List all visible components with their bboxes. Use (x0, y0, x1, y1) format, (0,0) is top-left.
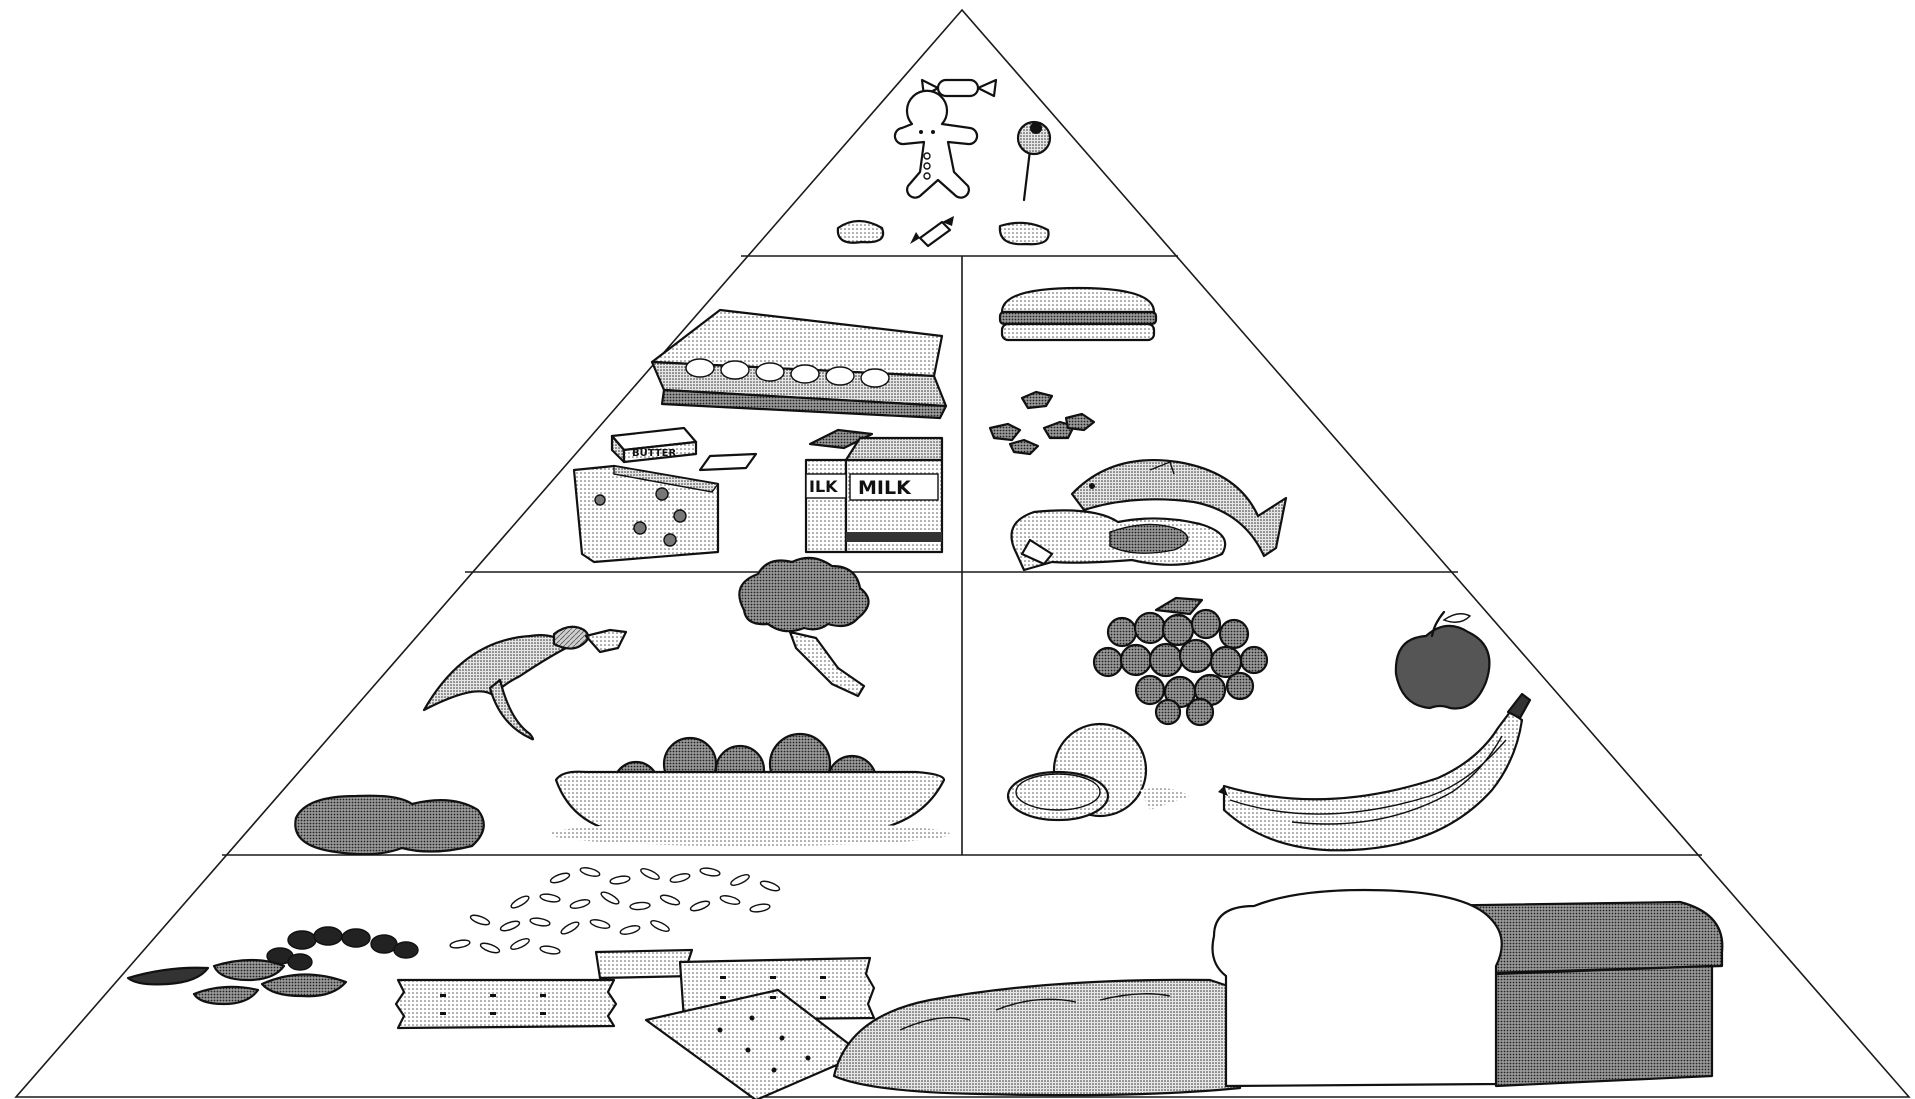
hamburger-icon (1000, 288, 1156, 340)
butter-icon: BUTTER (612, 428, 756, 470)
apple-icon (1396, 612, 1490, 708)
tier-fruits (1008, 598, 1530, 850)
grapes-icon (1094, 598, 1267, 725)
jelly-bean-right-icon (1000, 223, 1049, 244)
milk-side-label: ILK (809, 477, 838, 496)
bowl-of-tomatoes-icon (550, 734, 950, 846)
broccoli-icon (739, 558, 868, 696)
tier-dairy: BUTTER ILK MILK (574, 310, 946, 562)
jelly-bean-left-icon (838, 221, 883, 243)
raisins-icon (128, 927, 418, 1004)
french-bread-icon (834, 980, 1240, 1095)
butter-label: BUTTER (632, 448, 676, 459)
loaf-of-bread-icon (1213, 890, 1723, 1086)
milk-carton-icon: ILK MILK (806, 430, 942, 552)
milk-front-label: MILK (858, 477, 912, 499)
egg-carton-icon (652, 310, 946, 418)
tier-grains (128, 866, 1722, 1099)
orange-icon (1008, 724, 1190, 820)
rice-icon (450, 866, 781, 955)
nuts-icon (990, 392, 1094, 454)
crackers-icon (396, 950, 874, 1099)
cheese-icon (574, 466, 718, 562)
potato-icon (295, 796, 483, 855)
steak-icon (1012, 510, 1226, 570)
gingerbread-cookie-icon (895, 91, 977, 198)
lollipop-icon (1018, 122, 1050, 200)
tier-sweets (838, 80, 1050, 246)
bananas-icon (1218, 694, 1530, 850)
tier-vegetables (295, 558, 950, 854)
wrapped-candy-icon (910, 216, 954, 246)
pepper-icon (424, 627, 626, 740)
